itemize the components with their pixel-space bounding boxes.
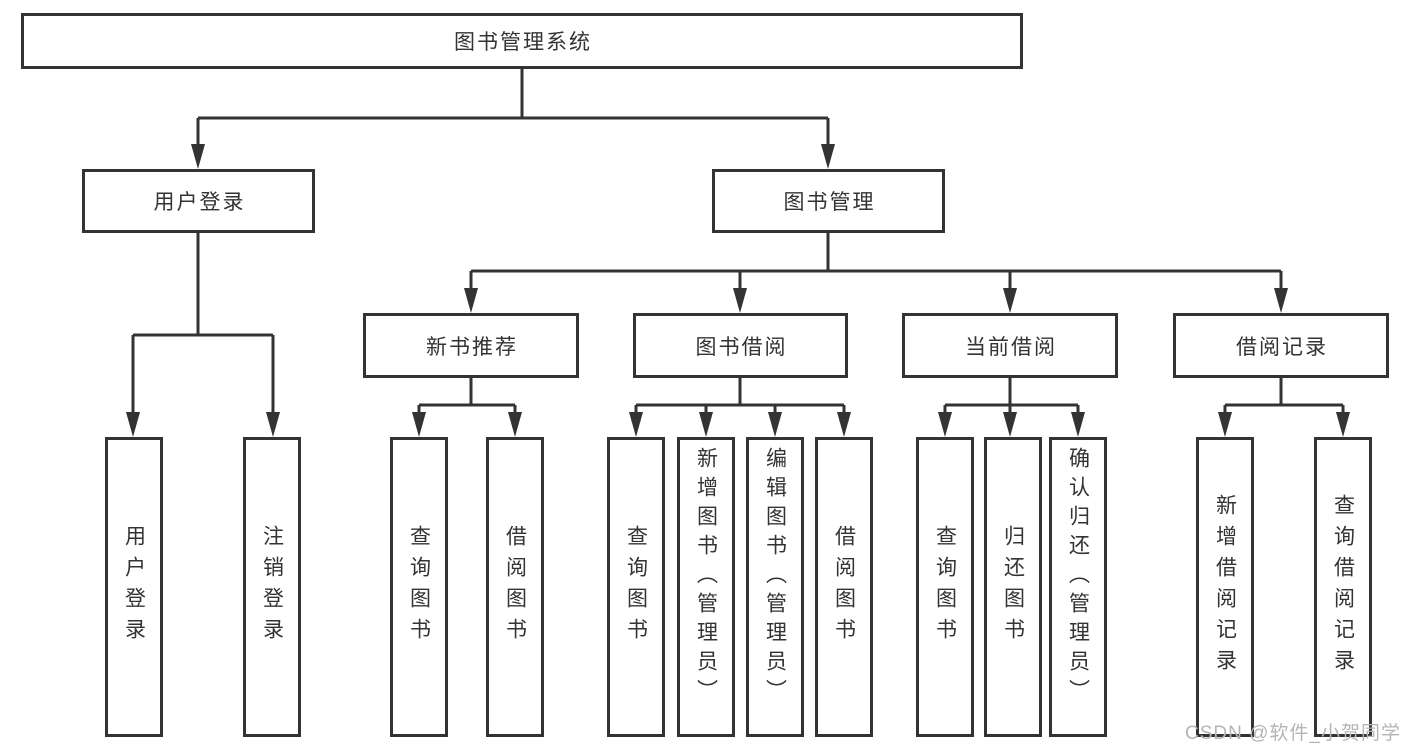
arrowhead xyxy=(464,288,478,313)
leaf-return-books: 归还图书 xyxy=(984,437,1042,737)
leaf-query-books-2-label: 查询图书 xyxy=(624,525,648,649)
node-current-borrow: 当前借阅 xyxy=(902,313,1118,378)
arrowhead xyxy=(1071,412,1085,437)
arrowhead xyxy=(768,412,782,437)
arrowhead xyxy=(821,144,835,169)
connector-current-borrow-branch xyxy=(943,378,1080,418)
node-root: 图书管理系统 xyxy=(21,13,1023,69)
node-book-mgmt: 图书管理 xyxy=(712,169,945,233)
leaf-confirm-return-admin: 确认归还（管理员） xyxy=(1049,437,1107,737)
leaf-query-books-2: 查询图书 xyxy=(607,437,665,737)
arrowhead xyxy=(837,412,851,437)
arrowhead xyxy=(1003,288,1017,313)
connector-borrow-records-branch xyxy=(1223,378,1345,418)
leaf-edit-books-admin: 编辑图书（管理员） xyxy=(746,437,804,737)
arrowhead xyxy=(266,412,280,437)
leaf-logout: 注销登录 xyxy=(243,437,301,737)
node-current-borrow-label: 当前借阅 xyxy=(965,335,1057,359)
leaf-query-books-3-label: 查询图书 xyxy=(933,525,957,649)
leaf-add-books-admin-label: 新增图书（管理员） xyxy=(694,447,718,708)
node-root-label: 图书管理系统 xyxy=(454,31,592,54)
leaf-query-books-1-label: 查询图书 xyxy=(407,525,431,649)
leaf-query-borrow-record: 查询借阅记录 xyxy=(1314,437,1372,737)
connector-new-books-branch xyxy=(417,378,517,418)
leaf-query-borrow-record-label: 查询借阅记录 xyxy=(1331,494,1355,680)
arrowhead xyxy=(699,412,713,437)
leaf-borrow-books-2-label: 借阅图书 xyxy=(832,525,856,649)
leaf-user-login-label: 用户登录 xyxy=(122,525,146,649)
node-borrow-records-label: 借阅记录 xyxy=(1236,335,1328,359)
arrowhead xyxy=(508,412,522,437)
arrowhead xyxy=(629,412,643,437)
connector-root-branch xyxy=(196,69,830,150)
leaf-edit-books-admin-label: 编辑图书（管理员） xyxy=(763,447,787,708)
leaf-add-borrow-record-label: 新增借阅记录 xyxy=(1213,494,1237,680)
leaf-query-books-1: 查询图书 xyxy=(390,437,448,737)
node-user-login-label: 用户登录 xyxy=(153,191,246,214)
leaf-return-books-label: 归还图书 xyxy=(1001,525,1025,649)
leaf-add-borrow-record: 新增借阅记录 xyxy=(1196,437,1254,737)
connector-user-login-branch xyxy=(131,233,275,418)
connector-book-borrow-branch xyxy=(634,378,846,418)
arrowhead xyxy=(412,412,426,437)
arrowhead xyxy=(1218,412,1232,437)
leaf-user-login: 用户登录 xyxy=(105,437,163,737)
arrowhead xyxy=(1274,288,1288,313)
node-book-borrow-label: 图书借阅 xyxy=(695,335,788,359)
leaf-query-books-3: 查询图书 xyxy=(916,437,974,737)
arrowhead xyxy=(733,288,747,313)
node-book-mgmt-label: 图书管理 xyxy=(783,191,876,214)
connector-book-mgmt-branch xyxy=(469,233,1283,294)
arrowheads xyxy=(126,144,1350,437)
arrowhead xyxy=(1003,412,1017,437)
node-book-borrow: 图书借阅 xyxy=(633,313,848,378)
arrowhead xyxy=(191,144,205,169)
node-new-books-label: 新书推荐 xyxy=(426,335,518,359)
arrowhead xyxy=(938,412,952,437)
arrowhead xyxy=(126,412,140,437)
leaf-borrow-books-1-label: 借阅图书 xyxy=(503,525,527,649)
node-borrow-records: 借阅记录 xyxy=(1173,313,1389,378)
leaf-logout-label: 注销登录 xyxy=(260,525,284,649)
node-user-login: 用户登录 xyxy=(82,169,315,233)
leaf-confirm-return-admin-label: 确认归还（管理员） xyxy=(1066,447,1090,708)
leaf-add-books-admin: 新增图书（管理员） xyxy=(677,437,735,737)
leaf-borrow-books-2: 借阅图书 xyxy=(815,437,873,737)
node-new-books: 新书推荐 xyxy=(363,313,579,378)
leaf-borrow-books-1: 借阅图书 xyxy=(486,437,544,737)
csdn-watermark: CSDN @软件_小贺同学 xyxy=(1185,723,1401,744)
arrowhead xyxy=(1336,412,1350,437)
